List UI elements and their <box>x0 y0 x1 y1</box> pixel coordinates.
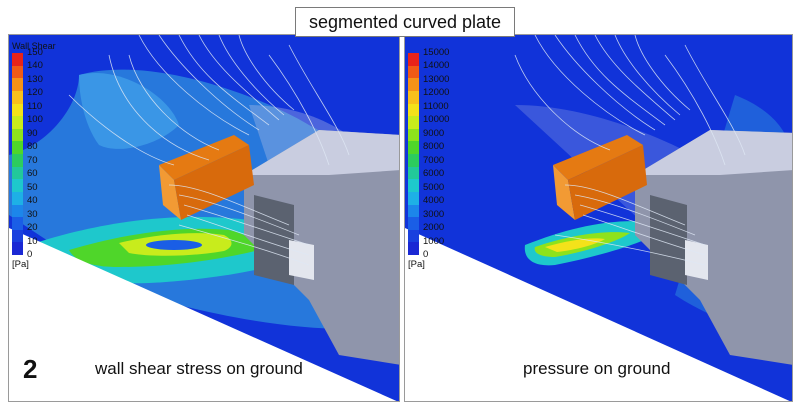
legend-tick-label: 30 <box>27 208 38 220</box>
colorbar-swatch <box>12 166 23 180</box>
legend-tick-label: 130 <box>27 73 43 85</box>
colorbar-swatch <box>12 65 23 79</box>
legend-tick-label: 1000 <box>423 235 445 247</box>
legend-tick-label: 40 <box>27 195 38 207</box>
colorbar-swatch <box>12 78 23 91</box>
colorbar-swatch <box>408 204 419 218</box>
wall-shear-render <box>9 35 399 401</box>
colorbar-swatch <box>408 242 419 255</box>
legend-tick-label: 6000 <box>423 168 445 180</box>
colorbar-swatch <box>408 217 419 230</box>
legend-tick-label: 3000 <box>423 208 445 220</box>
colorbar-swatch <box>12 90 23 104</box>
colorbar-swatch <box>408 116 419 129</box>
colorbar-swatch <box>408 154 419 167</box>
legend-tick-label: 90 <box>27 127 38 139</box>
colorbar-swatch <box>12 103 23 117</box>
legend-tick-label: 12000 <box>423 87 450 99</box>
wall-shear-caption: wall shear stress on ground <box>95 359 303 378</box>
colorbar-swatch <box>12 204 23 218</box>
legend-unit: [Pa] <box>12 259 29 270</box>
legend-tick-label: 15000 <box>423 47 450 58</box>
legend-tick-label: 70 <box>27 154 38 166</box>
legend-tick-label: 14000 <box>423 60 450 72</box>
colorbar-swatch <box>12 179 23 192</box>
legend-tick-label: 60 <box>27 168 38 180</box>
legend-tick-label: 8000 <box>423 141 445 153</box>
legend-tick-label: 0 <box>423 249 429 260</box>
legend-tick-label: 11000 <box>423 100 449 112</box>
legend-tick-label: 5000 <box>423 181 445 193</box>
colorbar-swatch <box>408 166 419 180</box>
colorbar-swatch <box>12 128 23 142</box>
legend-tick-label: 120 <box>27 87 43 99</box>
colorbar-swatch <box>408 179 419 192</box>
colorbar-swatch <box>12 242 23 255</box>
colorbar-swatch <box>12 217 23 230</box>
colorbar-swatch <box>12 116 23 129</box>
colorbar-swatch <box>408 65 419 79</box>
colorbar <box>12 53 23 255</box>
colorbar-swatch <box>12 141 23 154</box>
pressure-render <box>405 35 792 401</box>
colorbar-swatch <box>408 103 419 117</box>
colorbar-swatch <box>408 128 419 142</box>
colorbar-swatch <box>12 191 23 205</box>
colorbar-swatch <box>408 53 419 66</box>
panel-number: 2 <box>23 354 38 384</box>
legend-tick-label: 140 <box>27 60 43 72</box>
colorbar-swatch <box>408 141 419 154</box>
legend-tick-label: 13000 <box>423 73 450 85</box>
legend-title: Wall Shear <box>12 41 56 51</box>
legend-unit: [Pa] <box>408 259 425 270</box>
legend-tick-label: 20 <box>27 222 38 234</box>
colorbar-swatch <box>12 154 23 167</box>
colorbar-swatch <box>408 229 419 243</box>
legend-tick-label: 110 <box>27 100 43 112</box>
legend-tick-label: 80 <box>27 141 38 153</box>
legend-tick-label: 7000 <box>423 154 445 166</box>
legend-tick-label: 10 <box>27 235 38 247</box>
figure-title: segmented curved plate <box>295 7 515 37</box>
colorbar-swatch <box>408 191 419 205</box>
colorbar <box>408 53 419 255</box>
legend-tick-label: 10000 <box>423 114 450 126</box>
legend-tick-label: 2000 <box>423 222 445 234</box>
colorbar-swatch <box>12 53 23 66</box>
legend-tick-label: 4000 <box>423 195 445 207</box>
legend-tick-label: 9000 <box>423 127 445 139</box>
colorbar-swatch <box>408 78 419 91</box>
legend-tick-label: 150 <box>27 47 43 58</box>
legend-tick-label: 50 <box>27 181 38 193</box>
legend-tick-label: 0 <box>27 249 33 260</box>
legend-tick-label: 100 <box>27 114 43 126</box>
colorbar-swatch <box>408 90 419 104</box>
pressure-caption: pressure on ground <box>523 359 671 378</box>
colorbar-swatch <box>12 229 23 243</box>
